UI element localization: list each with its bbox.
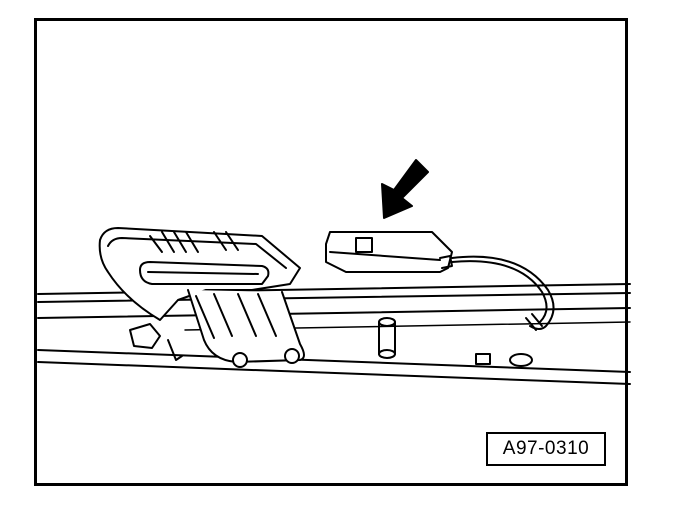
pointer-arrow: [381, 159, 429, 219]
module: [325, 231, 453, 273]
cable: [451, 255, 555, 331]
bracket-assembly: [98, 227, 305, 368]
rail-fittings: [475, 353, 533, 367]
stud: [378, 317, 396, 359]
reference-code: A97-0310: [486, 432, 606, 466]
rail: [37, 283, 631, 385]
